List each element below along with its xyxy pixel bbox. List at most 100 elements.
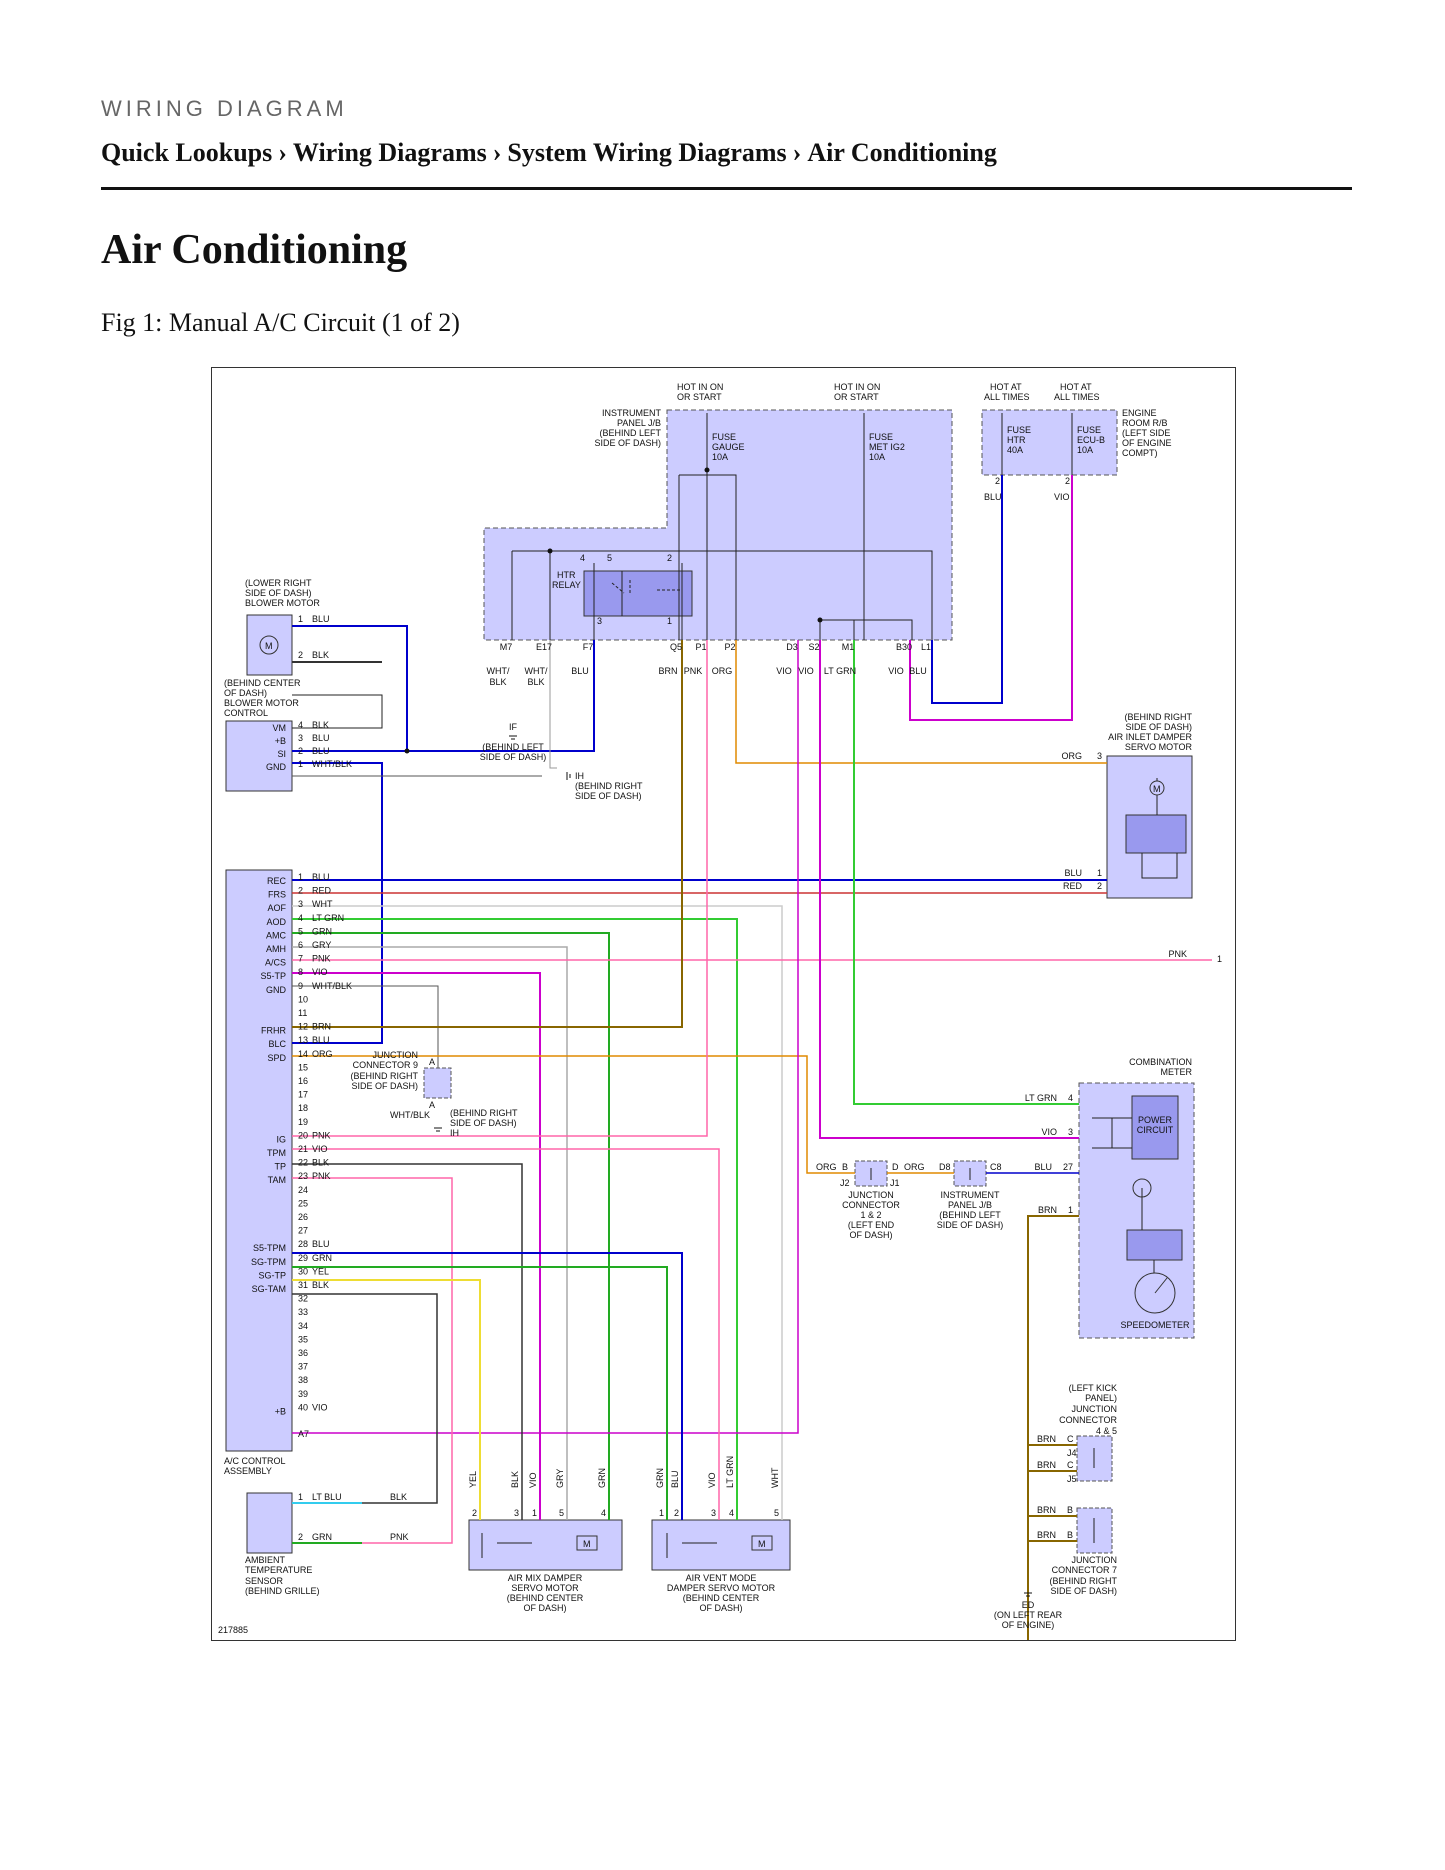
wire-meter-brn <box>1027 1215 1079 1640</box>
wire-amh-gry <box>292 946 568 1520</box>
jb-wire-color: BLK <box>489 677 506 687</box>
ambient-sensor-box <box>246 1492 293 1554</box>
jb-connector-l1: L1 <box>921 642 931 652</box>
svg-text:OF DASH): OF DASH) <box>523 1603 566 1613</box>
svg-text:(BEHIND RIGHT: (BEHIND RIGHT <box>351 1071 419 1081</box>
ac-control-label: A/C CONTROL <box>224 1456 286 1466</box>
jc7-brn: BRN <box>1037 1530 1056 1540</box>
air-vent-motor-icon <box>751 1535 773 1551</box>
junction-9-pin: A <box>429 1100 435 1110</box>
breadcrumb-wiring-diagrams[interactable]: Wiring Diagrams <box>292 138 487 167</box>
svg-text:40A: 40A <box>1007 445 1023 455</box>
svg-text:10A: 10A <box>1077 445 1093 455</box>
ac-pin: 4 <box>298 913 303 923</box>
svg-text:(BEHIND RIGHT: (BEHIND RIGHT <box>1050 1576 1118 1586</box>
svg-text:(BEHIND RIGHT: (BEHIND RIGHT <box>450 1108 518 1118</box>
ac-pin-name: BLC <box>268 1039 286 1049</box>
jc12-org: ORG <box>904 1162 925 1172</box>
blower-control-label: (BEHIND CENTER OF DASH) BLOWER MOTOR CON… <box>224 678 301 718</box>
svg-text:MET IG2: MET IG2 <box>869 442 905 452</box>
ac-pin-color: VIO <box>312 1144 328 1154</box>
svg-text:10A: 10A <box>712 452 728 462</box>
fuse-ecu-b-label: FUSE ECU-B 10A <box>1077 425 1105 455</box>
jc45-brn: BRN <box>1037 1460 1056 1470</box>
ac-pin-name: AOD <box>266 917 286 927</box>
jc12-j2: J2 <box>840 1178 850 1188</box>
wire-spd-org <box>292 1055 855 1174</box>
svg-text:SIDE OF DASH): SIDE OF DASH) <box>450 1118 517 1128</box>
svg-text:AIR MIX DAMPER: AIR MIX DAMPER <box>508 1573 583 1583</box>
meter-pin: 1 <box>1068 1205 1073 1215</box>
air-vent-motor-glyph: M <box>758 1539 766 1549</box>
ac-pin-name: S5-TP <box>260 971 286 981</box>
wire-frhr-brn <box>292 640 683 1028</box>
svg-text:CONTROL: CONTROL <box>224 708 268 718</box>
svg-text:1 & 2: 1 & 2 <box>860 1210 881 1220</box>
jb-wire-color: VIO <box>888 666 904 676</box>
ac-pin-color: VIO <box>312 1402 328 1412</box>
svg-text:TEMPERATURE: TEMPERATURE <box>245 1565 312 1575</box>
svg-text:(LEFT END: (LEFT END <box>848 1220 895 1230</box>
air-vent-servo-box <box>651 1519 791 1571</box>
air-vent-wire-color: GRN <box>655 1468 665 1488</box>
ac-pin: 9 <box>298 981 303 991</box>
ground-ih-label: IH (BEHIND RIGHT SIDE OF DASH) <box>575 771 643 801</box>
ac-pin: 2 <box>298 886 303 896</box>
meter-bulb-icon <box>1132 1178 1152 1198</box>
breadcrumb-quick-lookups[interactable]: Quick Lookups <box>101 138 273 167</box>
junction-connector-9-box <box>423 1067 452 1099</box>
ambient-pin-color: LT BLU <box>312 1492 342 1502</box>
air-mix-wire-color: GRN <box>597 1468 607 1488</box>
svg-text:(BEHIND LEFT: (BEHIND LEFT <box>599 428 661 438</box>
air-inlet-pin-color: ORG <box>1061 751 1082 761</box>
breadcrumb-system-wiring-diagrams[interactable]: System Wiring Diagrams <box>507 138 787 167</box>
power-circuit-label: CIRCUIT <box>1137 1125 1174 1135</box>
fuse-wire-color: BLU <box>984 492 1002 502</box>
ac-pin-color: BRN <box>312 1022 331 1032</box>
ac-pin: 21 <box>298 1144 308 1154</box>
ac-pin: 31 <box>298 1280 308 1290</box>
svg-text:IF: IF <box>509 722 518 732</box>
meter-pin: 4 <box>1068 1093 1073 1103</box>
breadcrumb-air-conditioning[interactable]: Air Conditioning <box>807 138 997 167</box>
svg-text:SIDE OF DASH): SIDE OF DASH) <box>1125 722 1192 732</box>
ac-pin-name: A/CS <box>265 958 286 968</box>
figure-caption: Fig 1: Manual A/C Circuit (1 of 2) <box>101 308 460 337</box>
fuse-wire-color: VIO <box>1054 492 1070 502</box>
ac-pin: 33 <box>298 1307 308 1317</box>
fuse-met-ig2-label: FUSE MET IG2 10A <box>869 432 905 462</box>
ac-pin-color: BLU <box>312 1239 330 1249</box>
meter-pin: 27 <box>1063 1162 1073 1172</box>
combination-meter-label: COMBINATION <box>1129 1057 1192 1067</box>
blower-control-pin-name: SI <box>277 749 286 759</box>
ambient-mid-color: BLK <box>390 1492 407 1502</box>
ac-pin: 40 <box>298 1402 308 1412</box>
junction-dot <box>404 748 410 754</box>
jb-wire-color: BRN <box>658 666 677 676</box>
ac-pin-color: WHT <box>312 899 333 909</box>
ac-pin: 16 <box>298 1076 308 1086</box>
wire-htr-blu <box>931 475 1003 704</box>
svg-text:JUNCTION: JUNCTION <box>848 1190 894 1200</box>
svg-text:PANEL): PANEL) <box>1085 1393 1117 1403</box>
ground-ih2-label: (BEHIND RIGHT SIDE OF DASH) IH <box>450 1108 518 1138</box>
air-inlet-motor-icon <box>1149 780 1165 796</box>
ac-pin-name: TAM <box>268 1175 286 1185</box>
ac-pin-name: S5-TPM <box>253 1243 286 1253</box>
junction-9-label: JUNCTION CONNECTOR 9 (BEHIND RIGHT SIDE … <box>351 1050 419 1091</box>
svg-text:JUNCTION: JUNCTION <box>1072 1555 1118 1565</box>
svg-text:OF DASH): OF DASH) <box>699 1603 742 1613</box>
wire-m1-ltgrn <box>853 640 1079 1105</box>
speedometer-gear-box <box>1126 1229 1183 1261</box>
svg-text:AMBIENT: AMBIENT <box>245 1555 286 1565</box>
ipjb-c8: C8 <box>990 1162 1002 1172</box>
air-mix-label: AIR MIX DAMPER SERVO MOTOR (BEHIND CENTE… <box>507 1573 584 1613</box>
blower-control-pin-color: BLU <box>312 733 330 743</box>
ac-control-label: ASSEMBLY <box>224 1466 272 1476</box>
svg-text:(BEHIND LEFT: (BEHIND LEFT <box>939 1210 1001 1220</box>
svg-text:SIDE OF DASH): SIDE OF DASH) <box>594 438 661 448</box>
junction-7-label: JUNCTION CONNECTOR 7 (BEHIND RIGHT SIDE … <box>1050 1555 1118 1596</box>
jb-connector-e17: E17 <box>536 642 552 652</box>
